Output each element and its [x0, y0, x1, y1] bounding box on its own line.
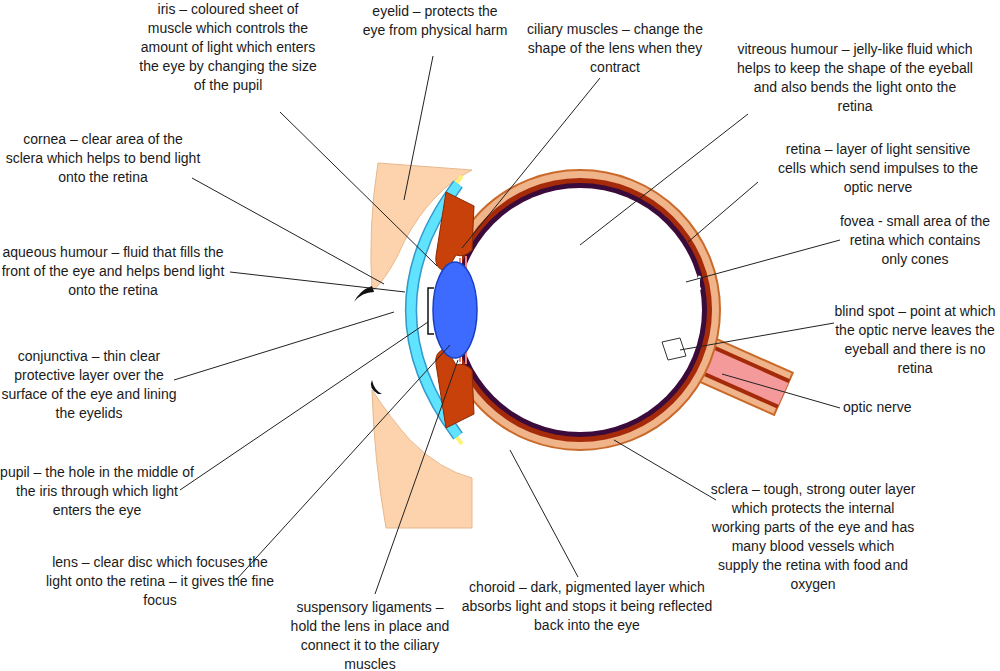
retina-layer: [453, 183, 707, 437]
part-label: ciliary muscles – change the shape of th…: [526, 20, 704, 77]
leader-line: [462, 78, 600, 248]
eyelash: [371, 380, 382, 394]
leader-line: [614, 440, 716, 500]
part-label: cornea – clear area of the sclera which …: [5, 130, 201, 187]
leader-line: [230, 272, 405, 292]
leader-line: [580, 114, 748, 245]
part-label: optic nerve: [843, 398, 993, 417]
choroid-layer: [448, 178, 712, 442]
part-label: pupil – the hole in the middle of the ir…: [0, 463, 195, 520]
part-label: eyelid – protects the eye from physical …: [360, 2, 510, 40]
iris-upper: [436, 192, 474, 272]
leader-line: [686, 240, 840, 282]
part-label: suspensory ligaments – hold the lens in …: [282, 598, 458, 671]
part-label: vitreous humour – jelly-like fluid which…: [735, 40, 975, 116]
vitreous-humour: [458, 188, 702, 432]
part-label: conjunctiva – thin clear protective laye…: [0, 347, 178, 423]
leader-line: [280, 112, 437, 266]
pupil-bracket: [428, 288, 434, 334]
leader-line: [174, 312, 394, 380]
part-label: iris – coloured sheet of muscle which co…: [137, 0, 319, 95]
part-label: retina – layer of light sensitive cells …: [778, 140, 978, 197]
iris-lower: [436, 348, 474, 428]
sclera-layer: [440, 170, 720, 450]
leader-line: [404, 56, 433, 200]
leader-line: [680, 323, 834, 350]
leader-line: [688, 182, 758, 242]
leader-line: [236, 345, 450, 580]
part-label: blind spot – point at which the optic ne…: [831, 302, 999, 378]
leader-line: [180, 322, 428, 490]
lens-shape: [433, 262, 477, 358]
part-label: lens – clear disc which focuses the ligh…: [44, 553, 276, 610]
part-label: choroid – dark, pigmented layer which ab…: [459, 578, 715, 635]
blind-spot: [662, 338, 686, 360]
part-label: aqueous humour – fluid that fills the fr…: [0, 243, 231, 300]
part-label: sclera – tough, strong outer layer which…: [710, 480, 916, 594]
part-label: fovea - small area of the retina which c…: [836, 212, 994, 269]
leader-line: [510, 450, 578, 577]
leader-line: [722, 374, 840, 408]
leader-line: [375, 360, 458, 594]
